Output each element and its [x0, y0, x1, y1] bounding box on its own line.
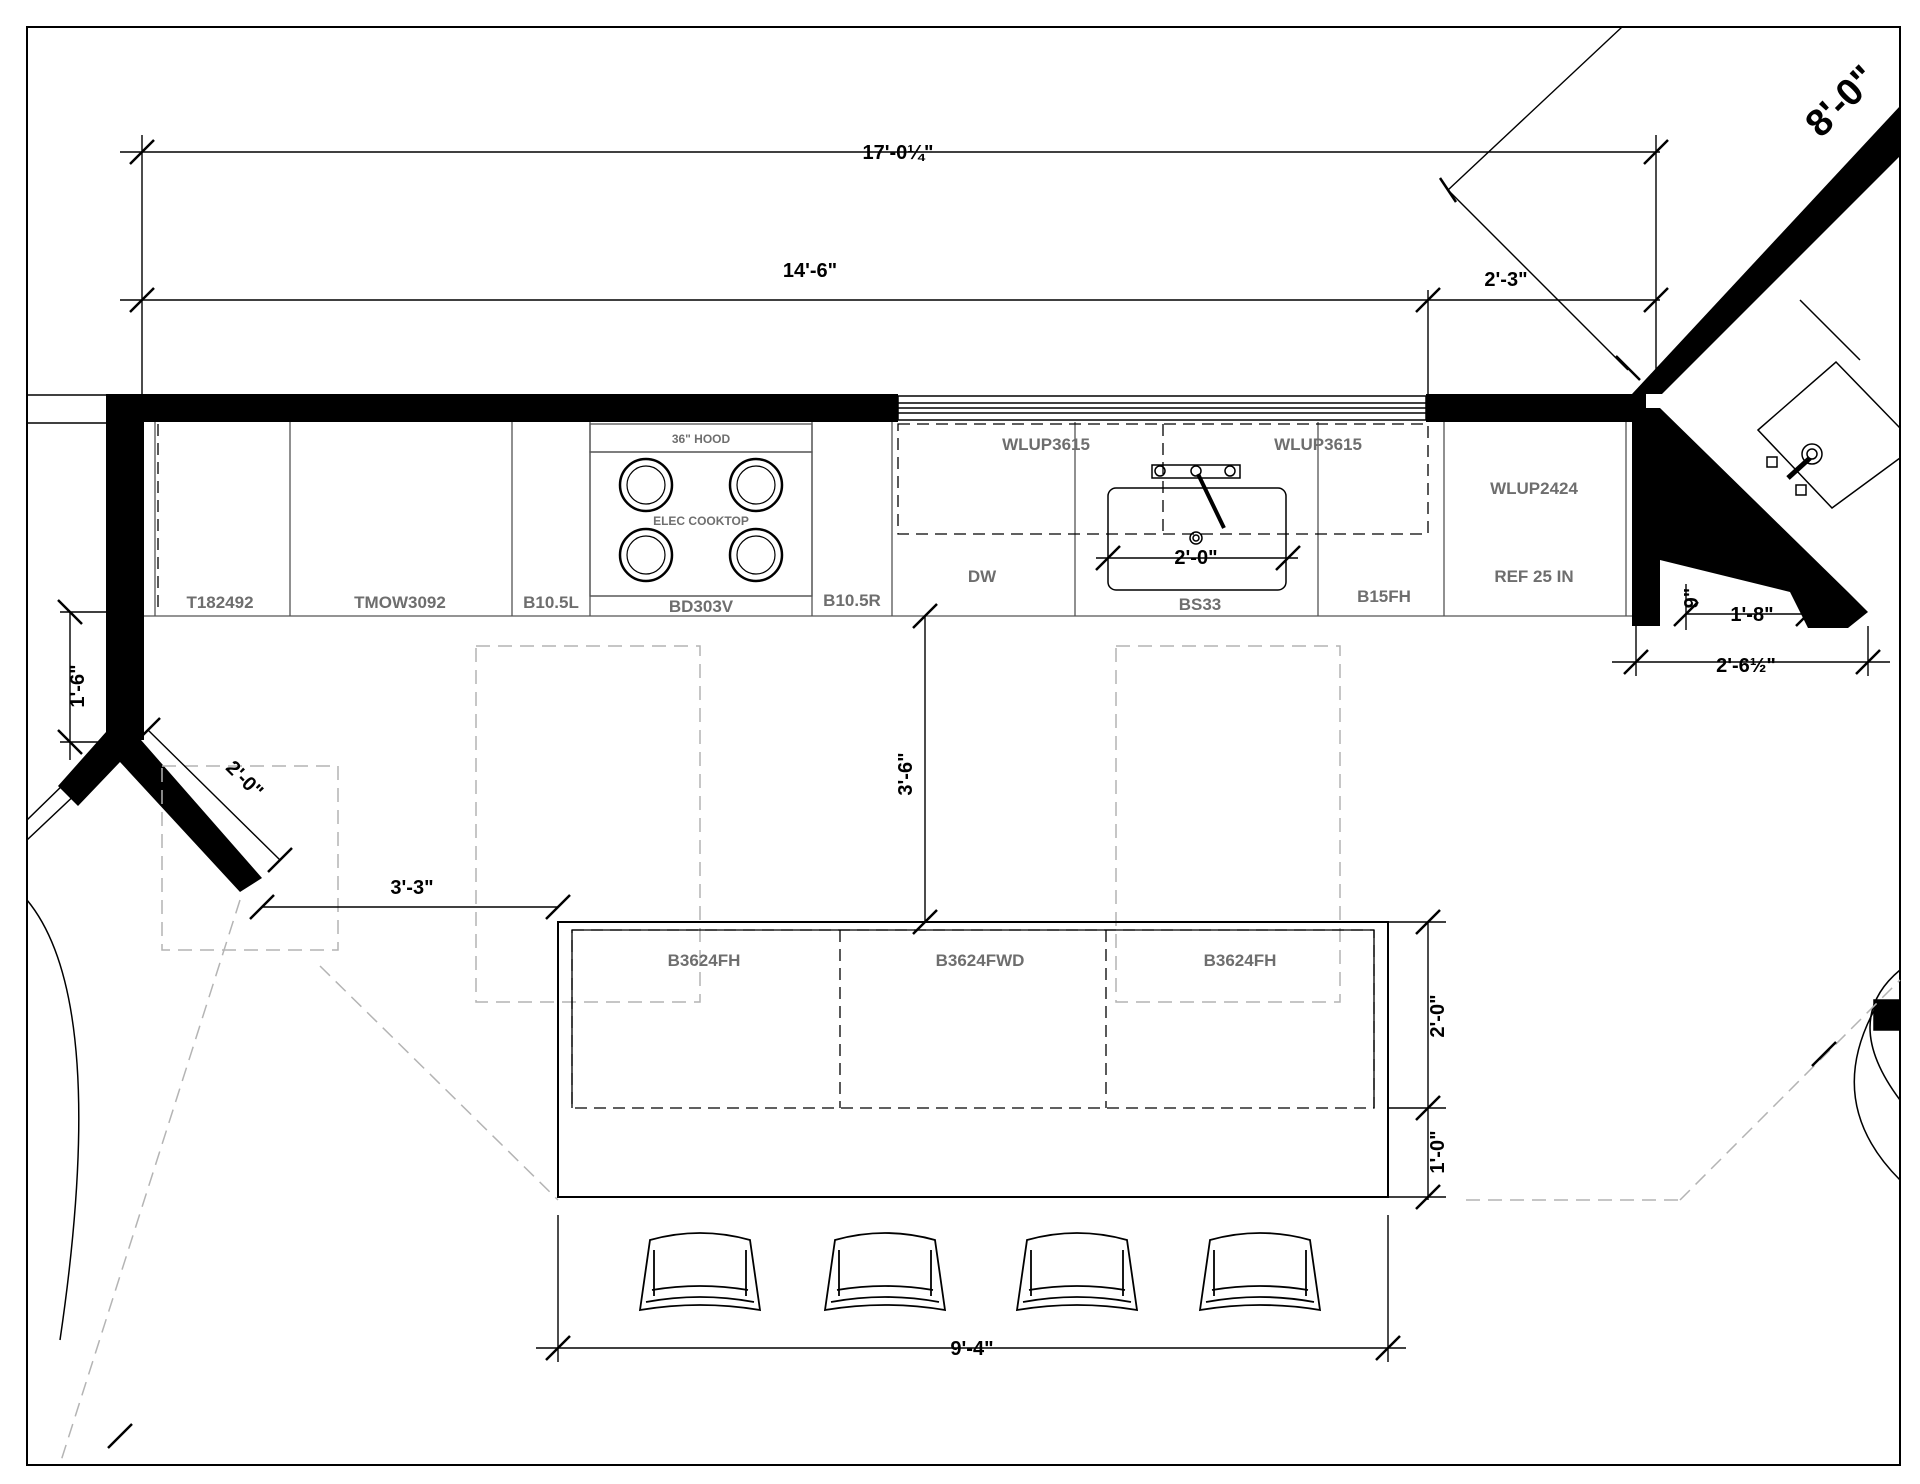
- stool-2: [823, 1232, 947, 1312]
- label-sink-base: BS33: [1179, 595, 1222, 614]
- label-refrigerator: REF 25 IN: [1494, 567, 1573, 586]
- dim-aisle-center: 3'-6": [895, 752, 917, 795]
- dim-filler-depth: 9": [1681, 588, 1703, 609]
- label-dishwasher: DW: [968, 567, 997, 586]
- door-swing-left: [26, 779, 81, 1341]
- corner-fill: [1632, 408, 1868, 628]
- label-hood: 36" HOOD: [672, 432, 731, 446]
- walls: [58, 106, 1900, 892]
- label-tall-pantry: T182492: [186, 593, 253, 612]
- label-base-right: B10.5R: [823, 591, 881, 610]
- dim-left-return: 1'-6": [67, 664, 89, 707]
- left-door-frame: [27, 394, 115, 424]
- stool-4: [1198, 1232, 1322, 1312]
- back-wall-right: [1426, 394, 1646, 422]
- dim-island-overhang: 1'-0": [1427, 1130, 1449, 1173]
- dimension-lines: [60, 26, 1890, 1362]
- label-island-center: B3624FWD: [936, 951, 1025, 970]
- dimension-ticks: [57, 139, 1881, 1449]
- angled-wall-left: [58, 732, 262, 892]
- dim-sink-width: 2'-0": [1174, 547, 1217, 569]
- diagonal-wall-right: [1632, 106, 1900, 394]
- base-cabinet-run: [144, 422, 1632, 617]
- dim-wall-run: 14'-6": [783, 260, 837, 282]
- dim-overall-top: 17'-0¼": [863, 142, 934, 164]
- label-wall-cab-3: WLUP2424: [1490, 479, 1578, 498]
- dim-island-length: 9'-4": [950, 1338, 993, 1360]
- label-base-left: B10.5L: [523, 593, 579, 612]
- stool-1: [638, 1232, 762, 1312]
- label-island-left: B3624FH: [668, 951, 741, 970]
- sink: [1107, 464, 1287, 591]
- label-wall-cab-2: WLUP3615: [1274, 435, 1362, 454]
- dim-angled-left: 2'-0": [221, 757, 267, 803]
- bar-stools: [638, 1232, 1322, 1312]
- label-oven-tower: TMOW3092: [354, 593, 446, 612]
- dim-corner-offset: 2'-3": [1484, 269, 1527, 291]
- back-wall-left: [106, 394, 898, 422]
- window: [897, 395, 1427, 421]
- stool-3: [1015, 1232, 1139, 1312]
- dim-aisle-left: 3'-3": [390, 877, 433, 899]
- dim-island-depth: 2'-0": [1427, 994, 1449, 1037]
- cooktop-burners: [618, 457, 784, 583]
- sheet-border: [26, 26, 1901, 1466]
- label-island-right: B3624FH: [1204, 951, 1277, 970]
- wall-cabinet-outlines: [157, 423, 1429, 608]
- dim-filler-width: 1'-8": [1730, 604, 1773, 626]
- corner-fixture: [1756, 299, 1901, 509]
- right-door-swing: [1853, 969, 1901, 1181]
- left-wall: [106, 394, 144, 740]
- label-drawer-base: BD303V: [669, 597, 734, 616]
- island-top: [557, 921, 1389, 1198]
- island: [557, 921, 1389, 1198]
- label-wall-cab-1: WLUP3615: [1002, 435, 1090, 454]
- dim-right-return: 2'-6½": [1716, 655, 1776, 677]
- dim-diagonal-wall: 8'-0": [1798, 58, 1886, 146]
- label-base-15: B15FH: [1357, 587, 1411, 606]
- clearance-zones: [59, 645, 1901, 1465]
- label-cooktop: ELEC COOKTOP: [653, 514, 749, 528]
